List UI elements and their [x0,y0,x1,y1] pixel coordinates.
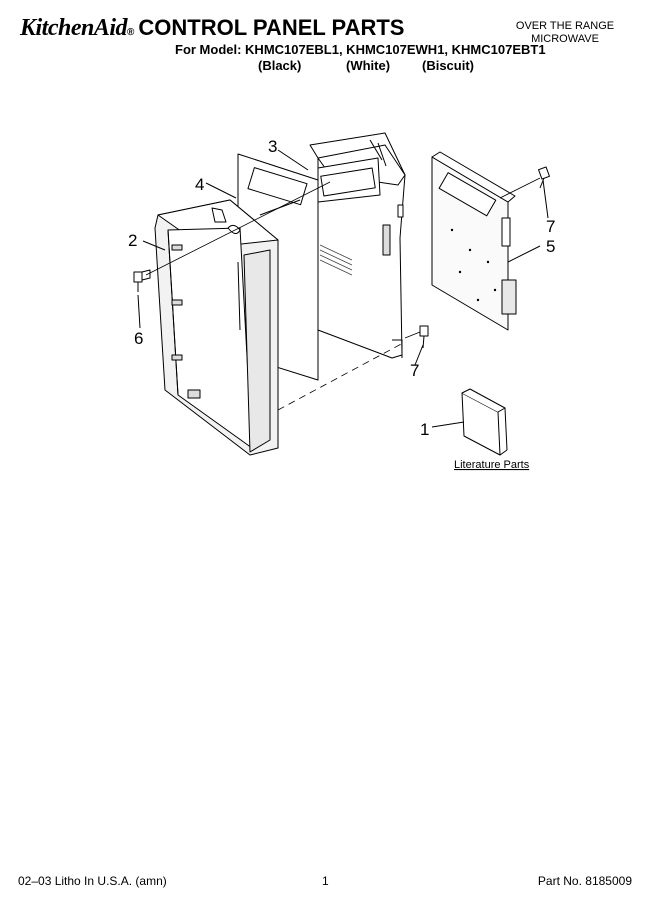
callout-2: 2 [128,231,137,250]
model-variants: (Black) (White) (Biscuit) [258,58,474,73]
part-7-screw-lower [419,325,429,349]
appliance-type: OVER THE RANGE MICROWAVE [500,20,630,46]
part-3-housing [309,132,406,359]
brand-logo: KitchenAid [20,15,128,41]
callout-7-upper: 7 [546,217,555,236]
leader-lines [137,149,549,428]
footer-page-number: 1 [322,874,329,888]
part-6-screw [133,269,151,292]
part-7-screw-upper [538,166,550,189]
footer-litho: 02–03 Litho In U.S.A. (amn) [18,874,167,888]
part-1-literature [461,388,508,456]
callout-5: 5 [546,237,555,256]
appliance-type-line2: MICROWAVE [531,33,599,45]
callout-7-lower: 7 [410,361,419,380]
callout-1: 1 [420,420,429,439]
part-5-circuit-board [431,151,517,331]
callout-3: 3 [268,137,277,156]
page-title: KitchenAid®CONTROL PANEL PARTS [20,16,404,45]
part-2-frame [154,199,279,456]
appliance-type-line1: OVER THE RANGE [515,20,615,32]
model-line: For Model: KHMC107EBL1, KHMC107EWH1, KHM… [175,42,546,57]
title-text: CONTROL PANEL PARTS [138,15,405,40]
variant-black: (Black) [258,58,302,73]
variant-white: (White) [346,58,391,73]
footer-part-number: Part No. 8185009 [537,874,632,888]
registered-mark: ® [127,27,135,38]
callout-4: 4 [195,175,204,194]
callout-6: 6 [134,329,143,348]
variant-biscuit: (Biscuit) [422,58,474,73]
literature-parts-label: Literature Parts [454,459,530,471]
